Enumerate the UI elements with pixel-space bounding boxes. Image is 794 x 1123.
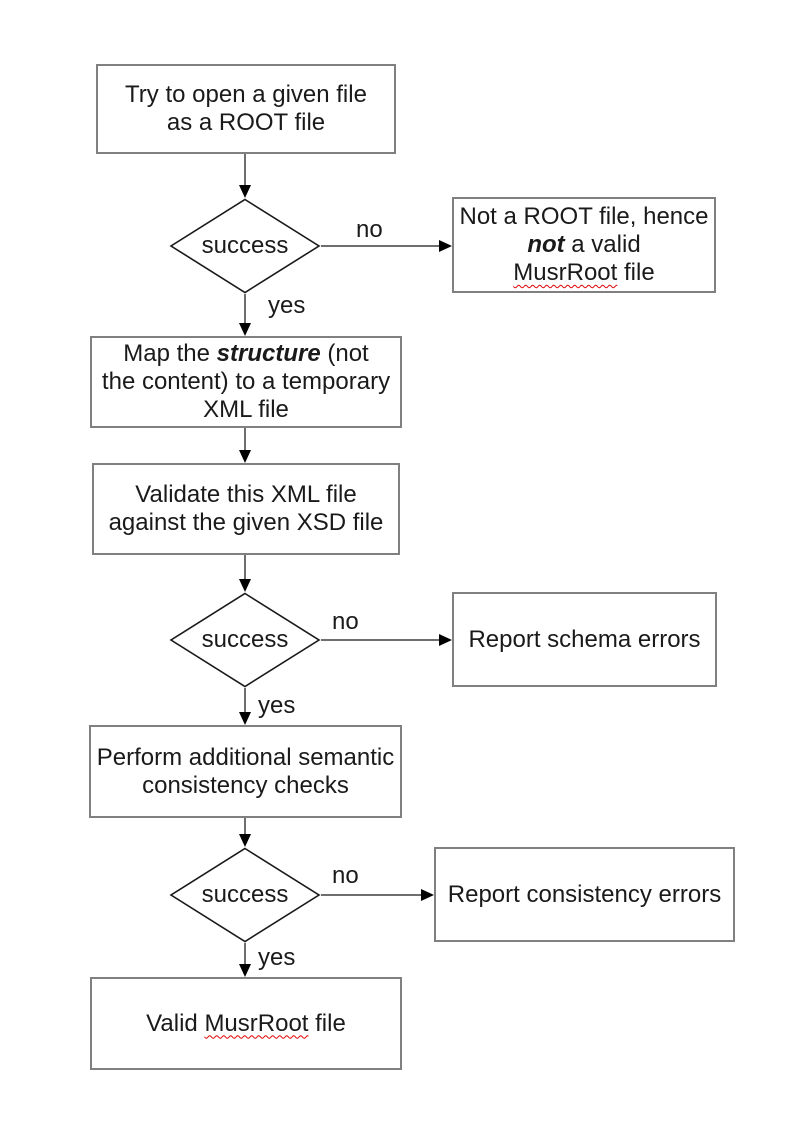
node-success-decision-2: success — [169, 592, 321, 688]
node-not-root-file-line1: Not a ROOT file, hence — [459, 203, 709, 230]
arrowhead-down-success2 — [239, 579, 251, 592]
node-success-decision-3: success — [169, 847, 321, 943]
node-report-consistency-errors: Report consistency errors — [434, 847, 735, 942]
arrowhead-down-valid — [239, 964, 251, 977]
connector-success3-to-valid — [244, 943, 246, 965]
map-structure-line1-pre: Map the — [123, 340, 217, 367]
connector-success3-no — [321, 894, 421, 896]
connector-semantic-to-success3 — [244, 818, 246, 835]
valid-musrroot-post: file — [308, 1009, 346, 1037]
node-report-consistency-errors-line: Report consistency errors — [447, 880, 722, 908]
node-valid-musrroot-line: Valid MusrRoot file — [146, 1010, 346, 1038]
arrowhead-right-consistency — [421, 889, 434, 901]
not-root-file-line3-rest: file — [617, 259, 655, 286]
not-root-file-word: MusrRoot — [513, 259, 618, 286]
arrowhead-down-validate — [239, 450, 251, 463]
node-open-root-file-line1: Try to open a given file — [125, 81, 367, 108]
node-open-root-file-line2: as a ROOT file — [166, 109, 326, 136]
arrowhead-down-semantic — [239, 712, 251, 725]
node-not-root-file-line2: not a valid — [527, 231, 640, 259]
connector-map-to-validate — [244, 428, 246, 451]
node-success-decision-2-label: success — [201, 626, 289, 653]
node-map-structure-line2: the content) to a temporary — [101, 368, 391, 395]
map-structure-emphasis: structure — [216, 340, 321, 367]
connector-success1-to-map — [244, 294, 246, 324]
node-report-schema-errors: Report schema errors — [452, 592, 717, 687]
node-semantic-checks-line1: Perform additional semantic — [96, 743, 395, 771]
node-open-root-file: Try to open a given file as a ROOT file — [96, 64, 396, 154]
node-semantic-checks-line2: consistency checks — [142, 771, 349, 799]
node-report-schema-errors-line: Report schema errors — [468, 625, 701, 653]
map-structure-line1-post: (not — [320, 340, 369, 367]
node-validate-xml-line2: against the given XSD file — [108, 509, 384, 536]
node-map-structure-line1: Map the structure (not — [123, 340, 368, 368]
valid-musrroot-pre: Valid — [146, 1009, 205, 1037]
diamond-shape-2 — [169, 592, 321, 688]
node-not-root-file-line3: MusrRoot file — [513, 259, 654, 287]
node-semantic-checks: Perform additional semantic consistency … — [89, 725, 402, 818]
node-success-decision-1-label: success — [201, 232, 289, 259]
edge-label-yes-2: yes — [258, 692, 296, 719]
node-validate-xml: Validate this XML file against the given… — [92, 463, 400, 555]
edge-label-no-1: no — [356, 216, 383, 243]
diamond-shape-1 — [169, 198, 321, 294]
node-success-decision-1: success — [169, 198, 321, 294]
arrowhead-down-map — [239, 323, 251, 336]
node-map-structure: Map the structure (not the content) to a… — [90, 336, 402, 428]
node-not-root-file: Not a ROOT file, hence not a valid MusrR… — [452, 197, 716, 293]
connector-success2-to-semantic — [244, 688, 246, 713]
connector-open-to-success1 — [244, 154, 246, 186]
valid-musrroot-word: MusrRoot — [204, 1009, 309, 1037]
node-validate-xml-line1: Validate this XML file — [135, 481, 357, 508]
node-map-structure-line3: XML file — [203, 396, 289, 423]
arrowhead-down-success3 — [239, 834, 251, 847]
node-success-decision-3-label: success — [201, 881, 289, 908]
diamond-shape-3 — [169, 847, 321, 943]
connector-success1-no — [321, 245, 439, 247]
not-root-file-emphasis: not — [527, 231, 565, 258]
edge-label-no-3: no — [332, 862, 359, 889]
arrowhead-right-notroot — [439, 240, 452, 252]
arrowhead-down-success1 — [239, 185, 251, 198]
arrowhead-right-schema — [439, 634, 452, 646]
not-root-file-line2-rest: a valid — [564, 231, 641, 258]
connector-success2-no — [321, 639, 439, 641]
node-valid-musrroot: Valid MusrRoot file — [90, 977, 402, 1070]
edge-label-no-2: no — [332, 608, 359, 635]
edge-label-yes-1: yes — [268, 292, 306, 319]
connector-validate-to-success2 — [244, 555, 246, 580]
edge-label-yes-3: yes — [258, 944, 296, 971]
